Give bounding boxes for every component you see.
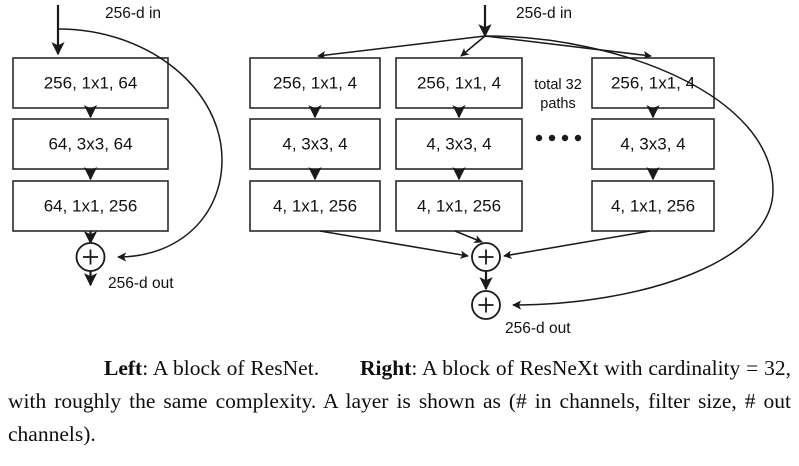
right-paths-ellipsis-icon [535,134,582,142]
caption-right-bold: Right [360,356,412,380]
right-input-label: 256-d in [516,5,572,22]
right-p3-layer-label-2: 4, 3x3, 4 [620,134,685,153]
left-output-label: 256-d out [108,275,174,292]
caption-left-text: : A block of ResNet. [142,356,320,380]
right-fanin-from-path-3 [503,230,651,259]
caption-right-text: : A block of ResNeXt with cardinality = … [8,356,791,446]
right-shortcut-curve [484,35,774,310]
caption-left-bold: Left [104,356,143,380]
right-p2-layer-label-3: 4, 1x1, 256 [417,196,501,215]
right-p3-layer-box-3[interactable] [591,180,715,232]
right-resnext-block: 256-d in 256, 1x1, 4 4, 3x3, 4 4, 1x1, 2… [249,5,774,337]
left-layer-label-1: 256, 1x1, 64 [44,73,138,92]
right-p3-layer-label-1: 256, 1x1, 4 [611,73,695,92]
left-layer-box-3[interactable] [12,180,169,232]
right-p1-layer-box-2[interactable] [249,118,381,170]
right-fanin-from-path-2 [454,230,483,244]
left-layer-label-2: 64, 3x3, 64 [48,134,132,153]
right-p1-layer-label-1: 256, 1x1, 4 [273,73,357,92]
right-path-column-3: 256, 1x1, 4 4, 3x3, 4 4, 1x1, 256 [591,57,715,232]
right-fanin-from-path-1 [319,230,469,259]
left-resnet-block: 256-d in 256, 1x1, 64 64, 3x3, 64 64, 1x… [12,5,223,292]
left-shortcut-curve [57,28,223,262]
right-p1-layer-box-3[interactable] [249,180,381,232]
right-p2-layer-label-2: 4, 3x3, 4 [426,134,491,153]
right-path-column-1: 256, 1x1, 4 4, 3x3, 4 4, 1x1, 256 [249,57,381,232]
resnet-resnext-diagram: 256-d in 256, 1x1, 64 64, 3x3, 64 64, 1x… [12,5,774,337]
figure-diagram-area: 256-d in 256, 1x1, 64 64, 3x3, 64 64, 1x… [12,5,774,337]
right-paths-note-line1: total 32 [534,77,582,93]
right-p2-layer-box-3[interactable] [395,180,523,232]
right-p2-layer-label-1: 256, 1x1, 4 [417,73,501,92]
left-layer-label-3: 64, 1x1, 256 [44,196,138,215]
right-p3-layer-label-3: 4, 1x1, 256 [611,196,695,215]
right-p1-layer-label-3: 4, 1x1, 256 [273,196,357,215]
right-fanout-to-path-1 [317,35,486,60]
left-layer-box-2[interactable] [12,118,169,170]
right-path-column-2: 256, 1x1, 4 4, 3x3, 4 4, 1x1, 256 [395,57,523,232]
figure-caption: Left: A block of ResNet. Right: A block … [0,352,799,451]
left-input-label: 256-d in [105,5,161,22]
right-p1-layer-label-2: 4, 3x3, 4 [282,134,347,153]
right-p3-layer-box-2[interactable] [591,118,715,170]
right-output-label: 256-d out [505,320,571,337]
right-fanout-to-path-2 [460,35,486,57]
right-fanout-to-path-3 [484,35,652,60]
right-paths-note-line2: paths [540,96,575,112]
